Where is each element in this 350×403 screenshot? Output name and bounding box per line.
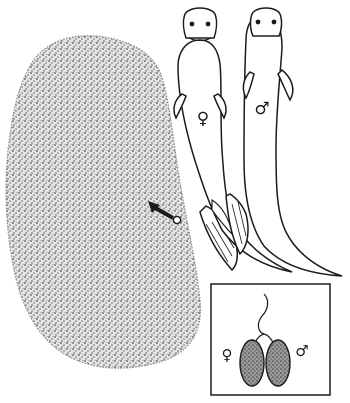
female-symbol-icon: ♀ (197, 109, 209, 129)
female-egg (240, 340, 264, 386)
male-symbol-icon: ♂ (254, 99, 269, 119)
male-fish (226, 14, 342, 276)
male-egg (266, 340, 290, 386)
male-fish-head (250, 8, 281, 36)
egg-mass (6, 36, 200, 368)
male-fish-eye (256, 20, 261, 25)
female-fish-head (183, 8, 216, 38)
inset-male-symbol-icon: ♂ (295, 342, 308, 360)
inset-female-symbol-icon: ♀ (222, 346, 233, 364)
inset-box: ♀ ♂ (211, 284, 330, 395)
male-fish-eye (272, 20, 277, 25)
female-fish-eye (206, 22, 211, 27)
female-fish-eye (190, 22, 195, 27)
